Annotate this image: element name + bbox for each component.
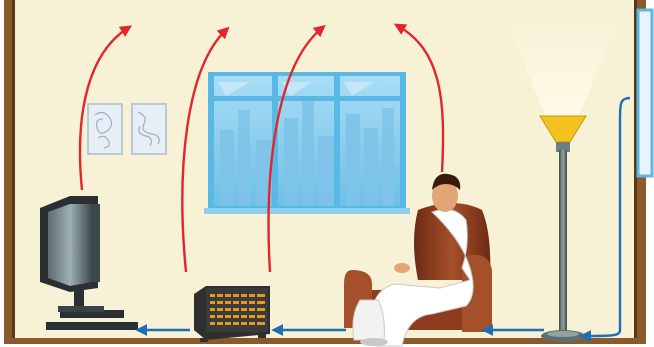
wall-air-vent — [638, 10, 652, 176]
heater — [194, 286, 270, 342]
wall-art-left — [88, 104, 122, 154]
window — [204, 72, 410, 214]
room-frame-left — [4, 0, 15, 344]
wall-art-right — [132, 104, 166, 154]
